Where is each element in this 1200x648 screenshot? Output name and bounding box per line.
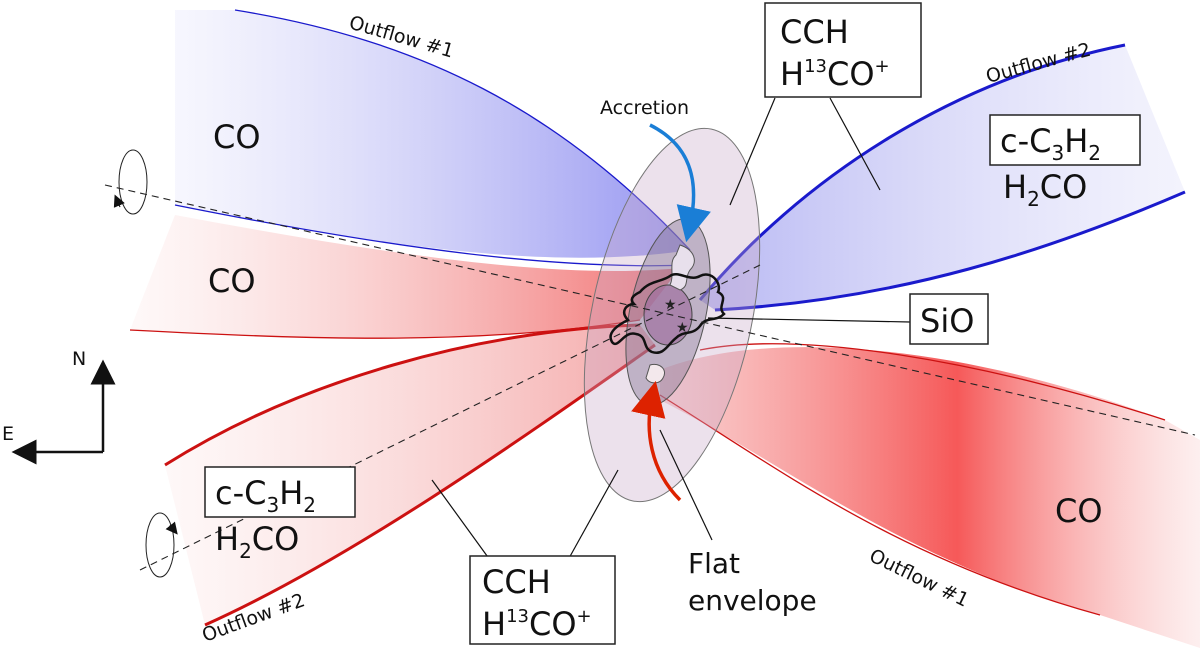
protostar-a: ★ [664,297,677,313]
outflow1-red-lobe-right [660,347,1200,648]
bottom-box-line1: CCH [482,563,551,601]
accretion-arrow-red [631,380,682,502]
central-core [643,284,693,346]
protostar-b: ★ [676,320,689,336]
pointer-bottom-box-left [431,479,491,561]
rotation-arrow-bottom [165,521,178,535]
outflow1-axis [104,184,1196,436]
pointer-top-box-left [729,97,776,206]
outflow1-red-edge-top-right [699,343,1166,421]
sio-contour [609,273,726,355]
top-molecule-box: CCH H13CO+ [764,2,922,98]
pointer-top-box-right [829,97,881,191]
sio-label: SiO [920,302,974,340]
co-label-lower-right: CO [1055,492,1103,530]
compass-north-label: N [72,348,86,370]
top-box-line1: CCH [780,13,849,51]
flat-envelope-label-line1: Flat [688,547,740,580]
co-label-mid-left: CO [208,262,256,300]
outflow1-blue-edge-bottom [174,204,691,267]
right-h2co: H2CO [1003,168,1087,211]
outflow1-blue-edge-top [234,9,691,251]
left-box-cc3h2: c-C3H2 [215,474,316,517]
top-box-line2: H13CO+ [780,55,890,93]
compass-east-label: E [2,423,14,445]
accretion-arrow-blue [649,123,711,243]
right-box-cc3h2: c-C3H2 [1000,122,1101,165]
accretion-streamer-top [669,244,695,291]
accretion-label: Accretion [600,97,689,119]
left-molecule-group: c-C3H2 H2CO [204,466,356,563]
pointer-flat-envelope [659,429,713,541]
outflow1-blue-lobe [175,10,690,258]
outflow2-blue-lobe [700,45,1185,310]
outflow2-red-lobe [165,325,655,625]
bottom-box-line2: H13CO+ [482,605,592,643]
rotation-arrow-top [113,194,125,208]
co-label-upper-left: CO [213,118,261,156]
bottom-molecule-box: CCH H13CO+ [469,555,616,645]
outflow2-red-edge-bottom [204,343,656,627]
outflow2-red-edge-top [164,323,641,467]
pointer-bottom-box-right [567,469,619,561]
outflow1-red-edge-bottom-right [659,394,1101,616]
left-h2co: H2CO [215,520,299,563]
right-molecule-group: c-C3H2 H2CO [989,114,1141,211]
outflow2-blue-edge-bottom [714,190,1186,312]
pointer-sio [707,317,911,323]
flat-envelope-label-line2: envelope [688,584,817,617]
sio-box: SiO [909,293,989,345]
outflow1-red-lobe-left [130,215,680,339]
rotation-marker-left-bottom [145,512,175,578]
rotation-marker-left-top [118,149,148,215]
outflow2-blue-edge-top [698,43,1126,301]
